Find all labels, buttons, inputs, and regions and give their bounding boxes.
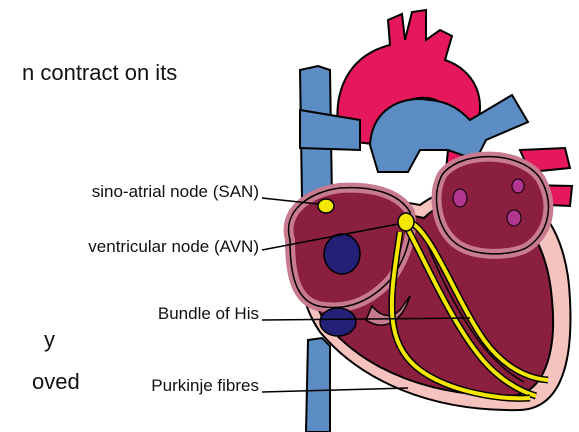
leader-purkinje: [262, 388, 408, 392]
sinus-opening-lower: [320, 308, 356, 336]
inferior-vena-cava: [306, 338, 330, 432]
sinus-opening-upper: [324, 234, 360, 274]
av-node: [398, 213, 414, 231]
purple-spot-2: [512, 179, 524, 193]
purple-spot-3: [507, 210, 521, 226]
left-atrium: [437, 157, 549, 254]
purple-spot-1: [453, 189, 467, 207]
sa-node: [318, 199, 334, 213]
